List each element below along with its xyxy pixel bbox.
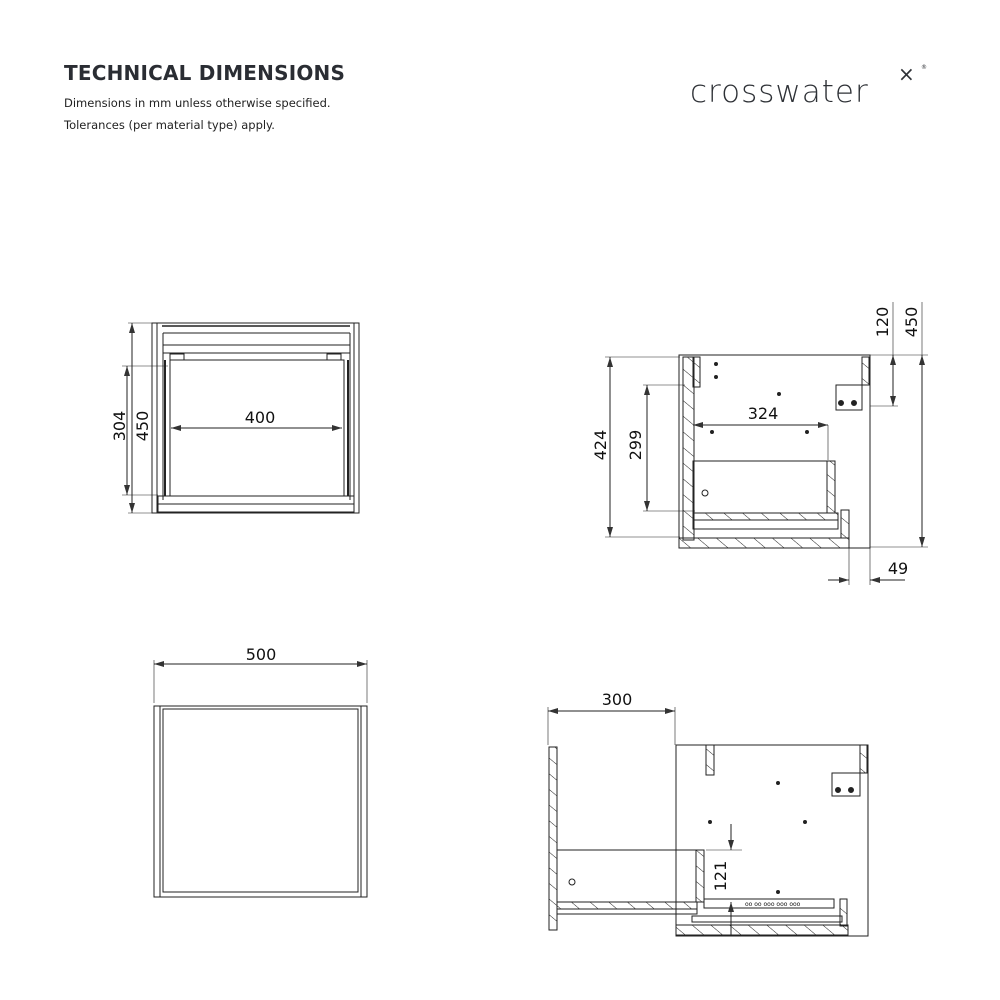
side-open-view: oo oo ooo ooo ooo: [547, 707, 869, 937]
top-width-label: 500: [246, 645, 277, 664]
brand-mark-icon: ×: [898, 62, 915, 86]
units-note: Dimensions in mm unless otherwise specif…: [64, 96, 331, 110]
top-view: [153, 660, 368, 898]
brand-logo: crosswater: [690, 74, 869, 110]
registered-icon: ®: [921, 64, 927, 71]
svg-text:oo oo ooo ooo ooo: oo oo ooo ooo ooo: [745, 901, 801, 908]
side-total-height-label: 450: [902, 307, 921, 338]
side-front-offset-label: 49: [888, 559, 908, 578]
side-inner-height-label: 424: [591, 430, 610, 461]
tolerance-note: Tolerances (per material type) apply.: [64, 118, 275, 132]
open-extension-label: 300: [602, 690, 633, 709]
front-drawer-height-label: 304: [110, 411, 129, 442]
side-top-offset-label: 120: [873, 307, 892, 338]
front-view: [122, 322, 360, 514]
side-drawer-depth-label: 324: [748, 404, 779, 423]
side-view: [605, 302, 928, 585]
open-drawer-side-label: 121: [711, 861, 730, 892]
front-total-height-label: 450: [133, 411, 152, 442]
page-title: TECHNICAL DIMENSIONS: [64, 61, 346, 85]
side-drawer-height-label: 299: [626, 430, 645, 461]
front-width-label: 400: [245, 408, 276, 427]
